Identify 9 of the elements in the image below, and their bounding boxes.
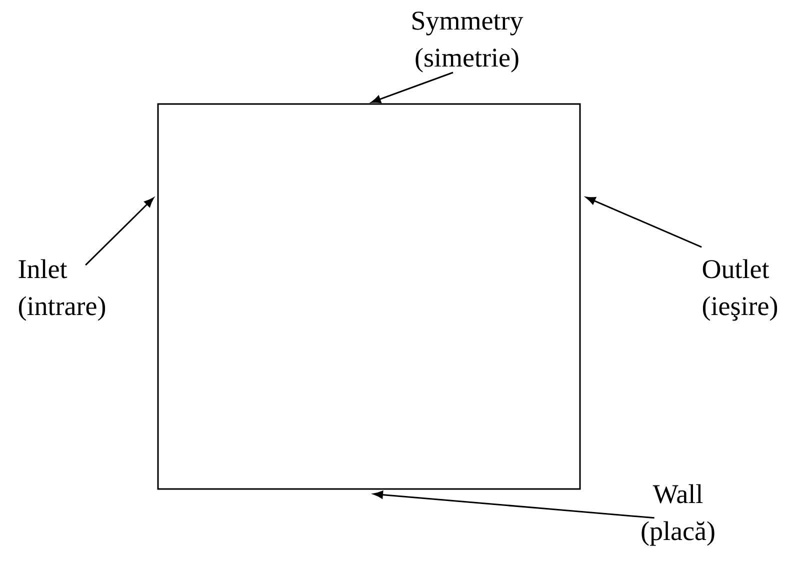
boundary-label: Inlet (intrare) — [18, 259, 106, 321]
leader-arrow — [371, 72, 454, 104]
boundary-label: Outlet (ieşire) — [702, 259, 778, 321]
leader-arrow — [586, 196, 702, 248]
square-drawing — [157, 103, 581, 490]
boundary-label: Wall (placă) — [642, 484, 714, 546]
leader-arrow — [85, 198, 154, 266]
boundary-label: Symmetry (simetrie) — [412, 12, 524, 72]
leader-arrow — [373, 490, 654, 519]
